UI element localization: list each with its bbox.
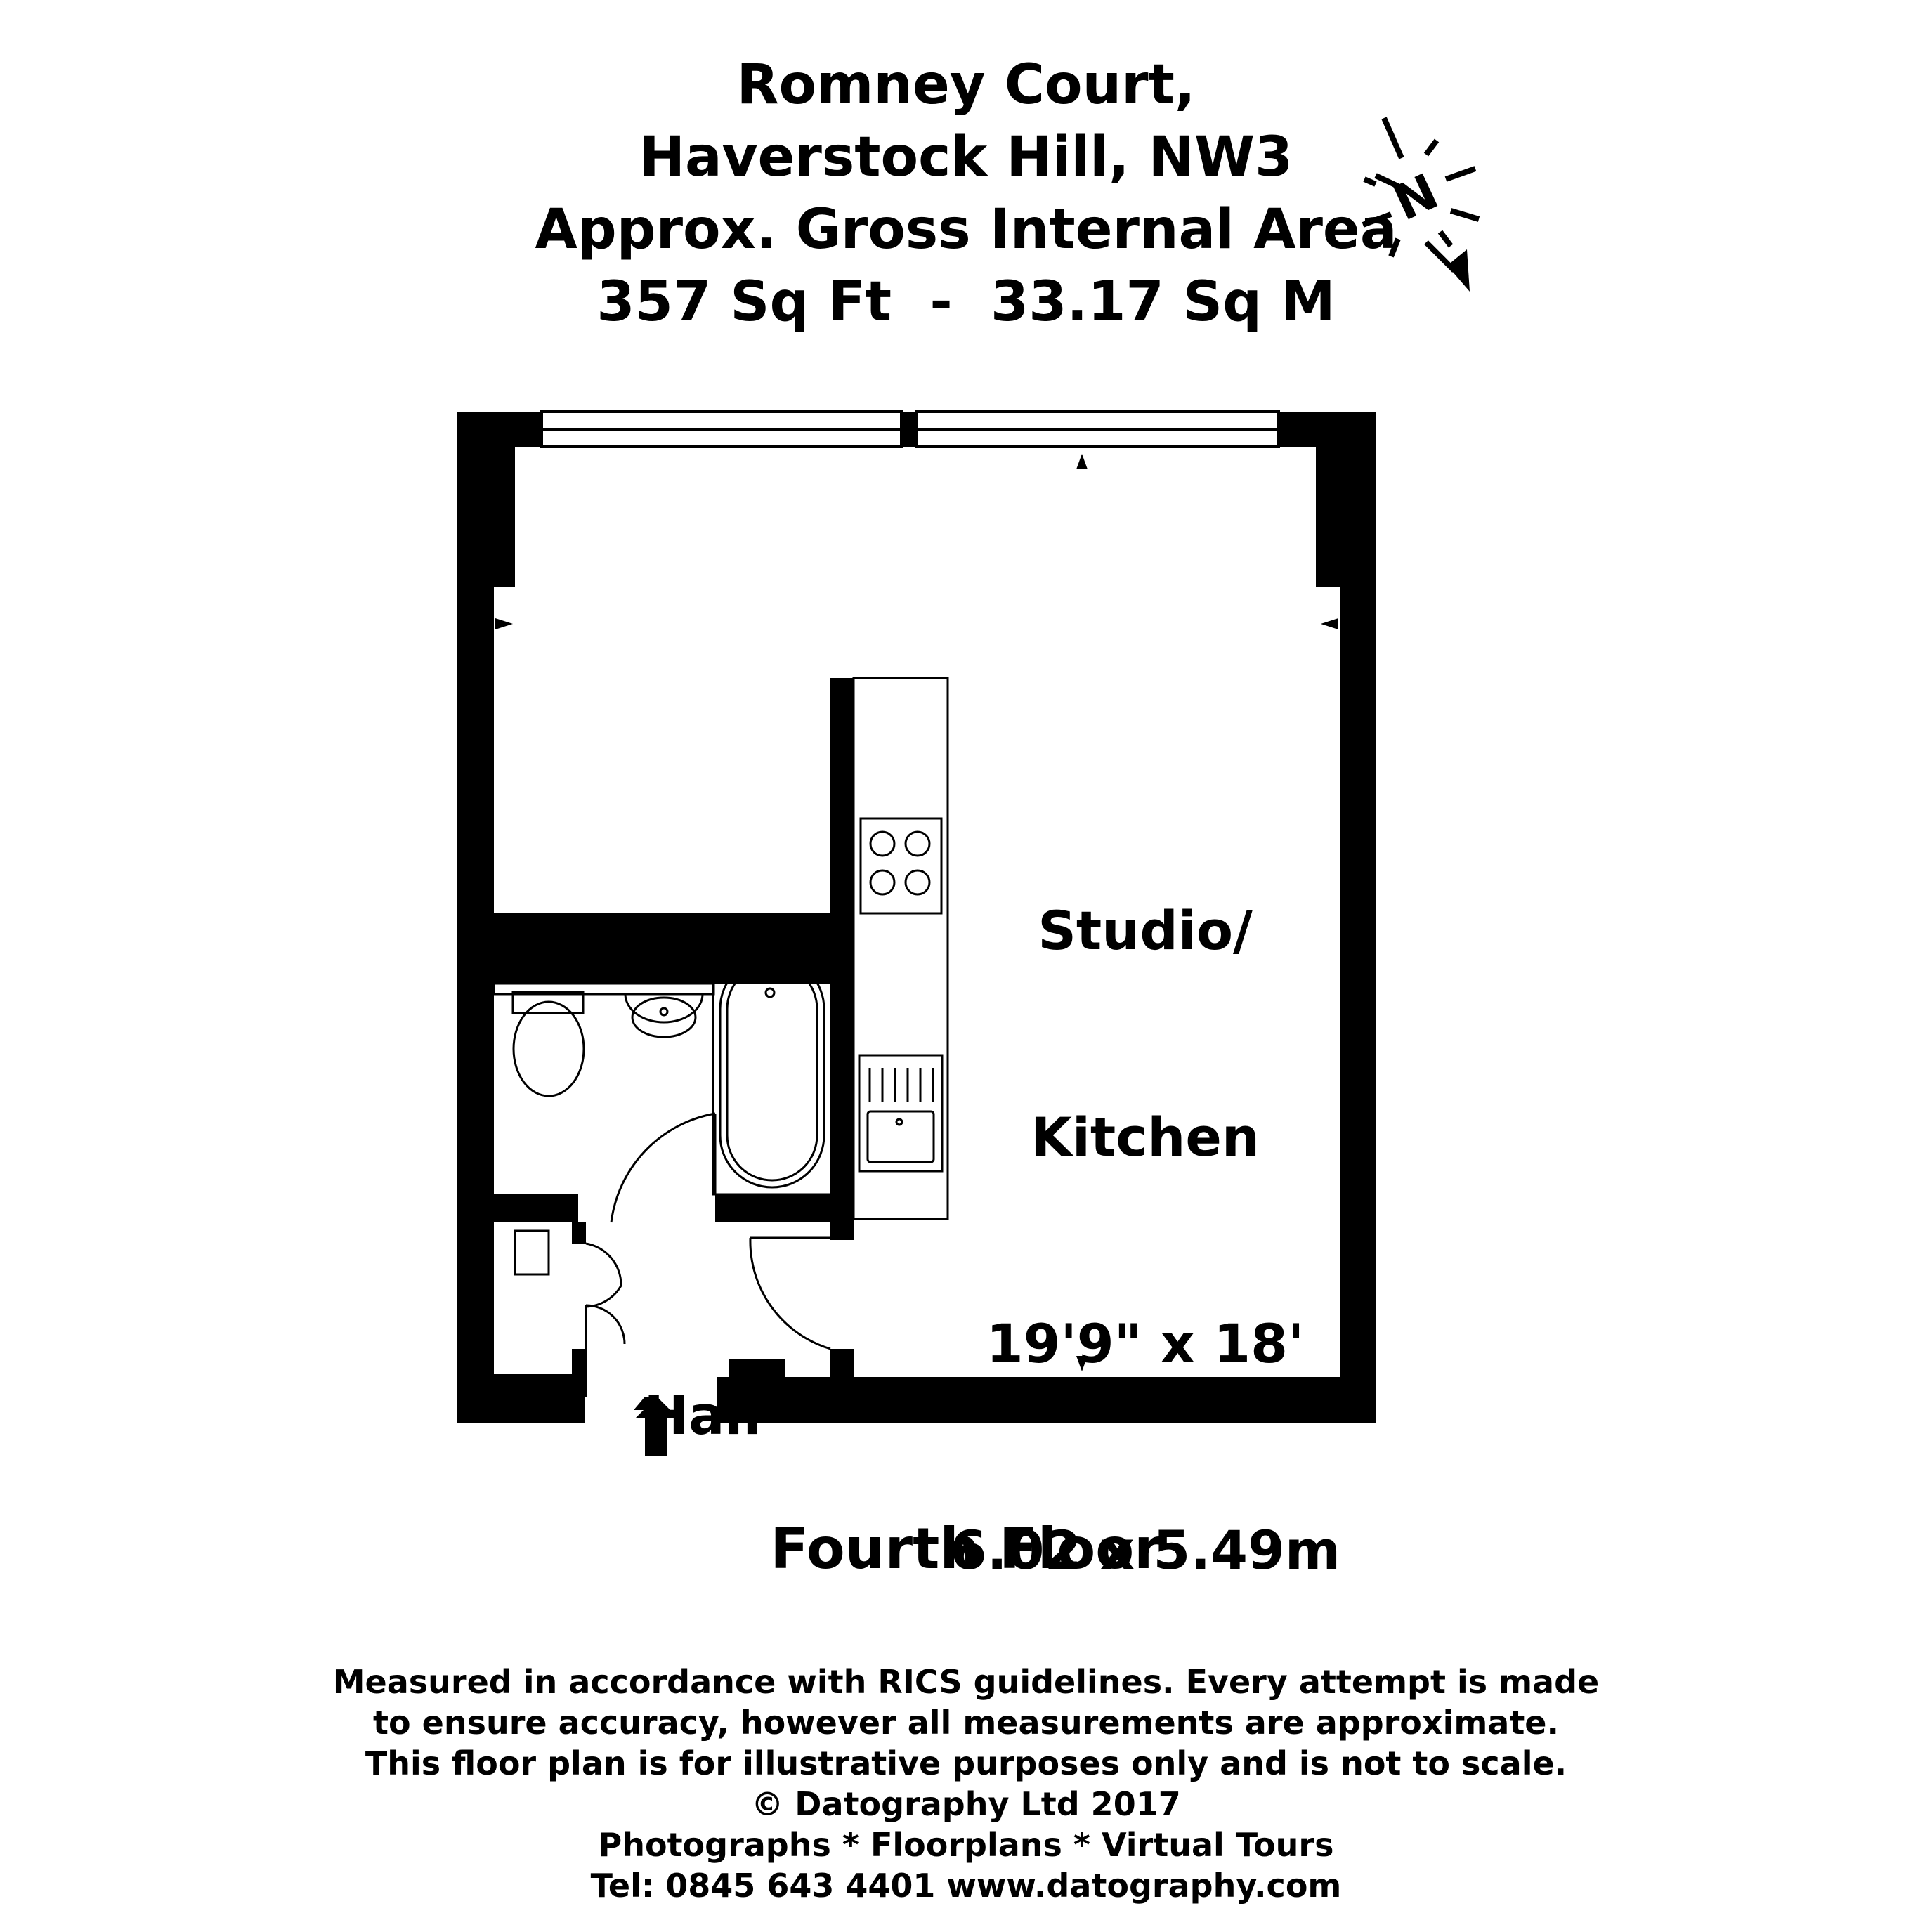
area-heading: Approx. Gross Internal Area xyxy=(535,198,1397,261)
disclaimer-line: to ensure accuracy, however all measurem… xyxy=(373,1704,1559,1742)
room-size-metric: 6.02 x 5.49m xyxy=(949,1519,1341,1581)
basin-icon xyxy=(624,993,704,1038)
cupboard-icon xyxy=(514,1229,550,1276)
plan-header: Romney Court, Haverstock Hill, NW3 Appro… xyxy=(0,49,1932,339)
copyright: © Datography Ltd 2017 xyxy=(751,1785,1181,1823)
compass-icon: N xyxy=(1362,117,1480,292)
contact: Tel: 0845 643 4401 www.datography.com xyxy=(590,1867,1342,1905)
kitchen-counter xyxy=(852,677,949,1220)
property-address: Haverstock Hill, NW3 xyxy=(639,126,1293,189)
disclaimer: Measured in accordance with RICS guideli… xyxy=(0,1662,1932,1906)
kitchen-sink-icon xyxy=(858,1054,944,1173)
interior-walls xyxy=(494,678,854,1377)
dimension-markers xyxy=(495,454,1338,1371)
entrance-arrow-head xyxy=(636,1397,678,1456)
door-arcs xyxy=(585,1112,831,1397)
hob-icon xyxy=(859,817,943,915)
compass-letter: N xyxy=(1385,162,1447,232)
window xyxy=(540,410,1280,448)
bathtub-icon xyxy=(712,948,833,1196)
services: Photographs * Floorplans * Virtual Tours xyxy=(598,1826,1334,1864)
room-size-imperial: 19'9" x 18' xyxy=(986,1312,1305,1375)
toilet-icon xyxy=(511,991,585,1097)
property-name: Romney Court, xyxy=(736,53,1196,117)
exterior-walls xyxy=(457,412,1376,1423)
disclaimer-line: Measured in accordance with RICS guideli… xyxy=(332,1663,1600,1701)
room-name-line2: Kitchen xyxy=(1030,1106,1260,1168)
area-value: 357 Sq Ft - 33.17 Sq M xyxy=(596,270,1336,334)
room-name: Hall xyxy=(644,1384,762,1447)
room-label-studio-kitchen: Studio/ Kitchen 19'9" x 18' 6.02 x 5.49m xyxy=(934,759,1356,1654)
disclaimer-line: This floor plan is for illustrative purp… xyxy=(365,1744,1567,1782)
room-name-line1: Studio/ xyxy=(1038,899,1253,962)
room-label-hall: Hall xyxy=(618,1258,787,1510)
floor-name: Fourth Floor xyxy=(770,1516,1162,1581)
